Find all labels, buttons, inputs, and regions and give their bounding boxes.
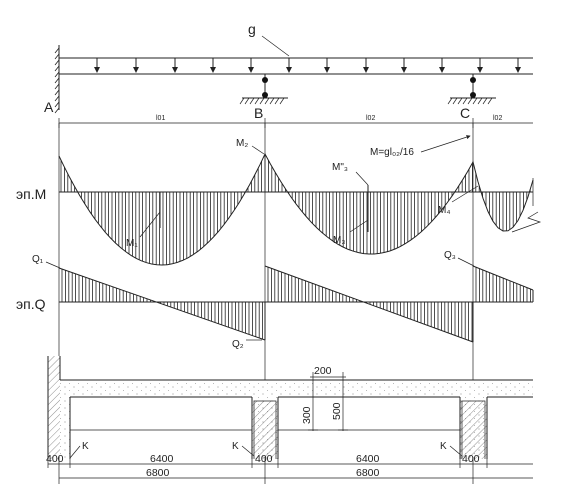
dim-beam-height: 300	[301, 406, 313, 424]
support-hatch-line	[457, 97, 463, 105]
support-hatch-line	[447, 97, 453, 105]
section-k-label-3: K	[440, 441, 447, 452]
support-hatch-line	[249, 97, 255, 105]
shear-label-q2: Q₂	[232, 339, 244, 350]
span-label-l02-2: l02	[493, 115, 502, 122]
support-hatch-line	[239, 97, 245, 105]
support-hatch-line	[259, 97, 265, 105]
moment-label-m4: M₄	[438, 205, 450, 216]
moment-label-m2: M₂	[236, 138, 248, 149]
support-label-a: A	[44, 99, 54, 115]
section-k-label-1: K	[82, 441, 89, 452]
span-label-l01: l01	[156, 115, 165, 122]
span-label-l02-1: l02	[366, 115, 375, 122]
dim-support-2: 400	[255, 453, 273, 465]
wall-hatch-line	[54, 65, 60, 72]
wall-hatch-line	[54, 89, 60, 96]
moment-diagram: эп.M M₂ M₁ M"₃ M₃ M₄ M=gl₀₂/16	[16, 135, 542, 266]
shear-diagram: эп.Q Q₁ Q₂ Q₃	[16, 250, 534, 350]
moment-label-m3: M₃	[333, 235, 345, 246]
support-hatch-line	[472, 97, 478, 105]
section-k-label-2: K	[232, 441, 239, 452]
wall-hatch-line	[54, 83, 60, 90]
distributed-load: g	[59, 21, 533, 75]
dim-support-3: 400	[462, 453, 480, 465]
support-hatch-line	[264, 97, 270, 105]
wall-hatch-line	[54, 107, 60, 114]
load-label: g	[248, 21, 256, 37]
support-pin-c	[447, 74, 496, 105]
wall-hatch-line	[54, 101, 60, 108]
support-hatch-line	[279, 97, 285, 105]
wall-hatch-line	[54, 71, 60, 78]
moment-diagram-label: эп.M	[16, 186, 46, 202]
moment-formula: M=gl₀₂/16	[370, 147, 414, 158]
support-label-c: C	[460, 105, 470, 121]
support-hatch-line	[482, 97, 488, 105]
wall-hatch-line	[54, 77, 60, 84]
support-label-b: B	[254, 105, 263, 121]
dim-span-1: 6800	[146, 467, 170, 479]
moment-label-m1: M₁	[126, 238, 138, 249]
wall-hatch-line	[54, 47, 60, 54]
vertical-reference-lines	[58, 123, 474, 380]
shear-label-q3: Q₃	[444, 250, 456, 261]
wall-fixed-support	[54, 45, 60, 114]
dim-clear-span-1: 6400	[150, 453, 174, 465]
support-hatch-line	[462, 97, 468, 105]
support-hatch-line	[477, 97, 483, 105]
dim-total-height: 500	[331, 402, 343, 420]
support-hatch-line	[269, 97, 275, 105]
shear-line	[472, 265, 534, 291]
support-hatch-line	[487, 97, 493, 105]
support-hatch-line	[274, 97, 280, 105]
shear-line	[264, 265, 474, 343]
dim-clear-span-2: 6400	[356, 453, 380, 465]
wall-hatch-line	[54, 59, 60, 66]
wall-hatch-line	[54, 95, 60, 102]
shear-line	[58, 267, 266, 341]
shear-diagram-label: эп.Q	[16, 296, 46, 312]
support-hatch-line	[452, 97, 458, 105]
shear-label-q1: Q₁	[32, 254, 44, 265]
support-hatch-line	[467, 97, 473, 105]
support-hatch-line	[244, 97, 250, 105]
dim-span-2: 6800	[356, 467, 380, 479]
support-hatch-line	[254, 97, 260, 105]
support-pin-b	[239, 74, 288, 105]
wall-hatch-line	[54, 53, 60, 60]
dim-web-width: 200	[314, 365, 332, 377]
dim-support-1: 400	[46, 453, 64, 465]
cross-section: K K K 200 300 500 400 6400 400 6400 4	[46, 356, 533, 484]
moment-label-m3pp: M"₃	[332, 162, 348, 173]
